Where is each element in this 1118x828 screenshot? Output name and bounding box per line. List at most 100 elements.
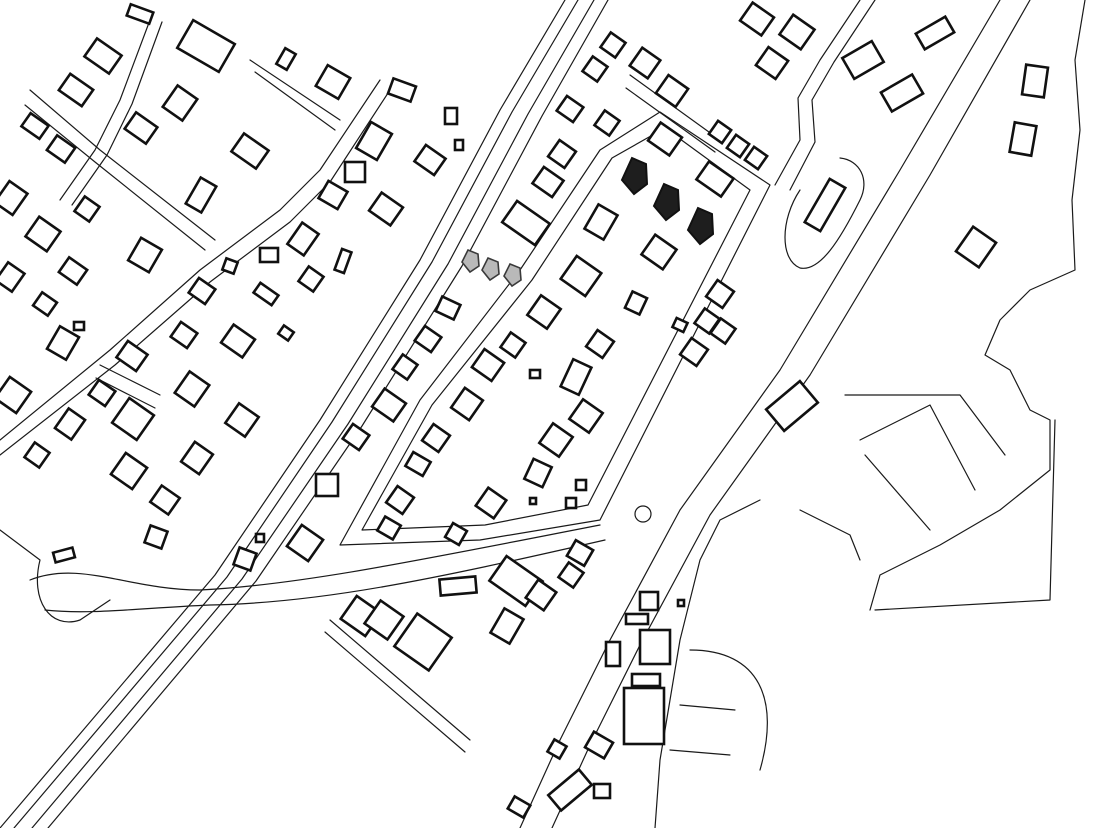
roundabout: [634, 505, 652, 523]
building: [45, 133, 77, 165]
building: [186, 276, 218, 306]
building: [802, 177, 848, 233]
building: [420, 422, 452, 454]
building: [537, 421, 575, 459]
building: [498, 330, 528, 360]
building: [285, 220, 321, 258]
building: [443, 521, 469, 547]
coastline: [869, 0, 1086, 611]
building: [528, 368, 542, 380]
south-street-b: [324, 631, 466, 753]
south-street: [329, 619, 471, 741]
building: [86, 378, 118, 408]
building: [627, 45, 663, 81]
building: [231, 545, 259, 573]
building: [556, 560, 586, 590]
west-street-3b: [71, 21, 163, 206]
building: [0, 179, 30, 217]
building: [362, 598, 406, 642]
building: [332, 247, 354, 275]
building: [276, 323, 296, 343]
north-road-east: [789, 0, 876, 191]
building: [219, 322, 257, 360]
west-street-4: [249, 59, 341, 121]
building: [505, 794, 533, 820]
building: [530, 165, 566, 199]
building: [743, 145, 769, 171]
building: [384, 484, 416, 516]
railway-line-1: [0, 0, 566, 828]
building: [582, 202, 620, 242]
building: [738, 0, 776, 38]
sw-cul-de-sac: [0, 529, 111, 623]
building: [172, 369, 212, 409]
building: [122, 110, 160, 146]
road-network: [0, 0, 1086, 828]
building: [624, 612, 650, 626]
building: [0, 375, 33, 415]
west-street-4b: [254, 71, 336, 131]
building: [592, 108, 622, 138]
building: [523, 577, 559, 613]
building: [390, 352, 420, 382]
west-street-5b: [95, 377, 156, 409]
proposed-buildings: [461, 248, 522, 288]
highlighted-building: [652, 182, 681, 222]
building: [630, 672, 662, 688]
building: [433, 294, 463, 322]
building: [449, 386, 485, 422]
building: [1008, 120, 1038, 158]
building: [558, 357, 594, 397]
building: [473, 485, 509, 521]
building: [22, 440, 52, 470]
building: [175, 18, 237, 74]
building: [678, 336, 710, 368]
building: [567, 397, 605, 435]
building: [623, 289, 649, 317]
west-street-1: [0, 79, 381, 441]
building: [72, 194, 102, 224]
pier-1: [844, 394, 1006, 456]
building: [148, 483, 182, 517]
west-street-5: [99, 364, 161, 396]
building: [708, 316, 738, 346]
building: [554, 94, 586, 124]
building: [57, 255, 89, 287]
building: [367, 190, 405, 228]
building: [314, 472, 340, 498]
building: [0, 260, 27, 294]
building: [274, 46, 298, 72]
proposed-building: [503, 262, 522, 288]
building: [583, 729, 615, 761]
building: [354, 120, 394, 162]
pier-2: [859, 404, 976, 491]
building: [580, 54, 610, 84]
building: [160, 83, 200, 123]
building: [229, 131, 271, 171]
building: [51, 545, 77, 565]
building: [168, 320, 200, 350]
building: [109, 451, 149, 491]
building: [412, 143, 448, 177]
building: [1020, 63, 1050, 99]
proposed-building: [461, 248, 480, 274]
building: [313, 63, 353, 101]
south-road-north-edge: [29, 524, 601, 591]
building: [126, 235, 164, 275]
building: [879, 72, 925, 114]
building: [375, 514, 403, 542]
building: [654, 73, 690, 109]
building: [777, 12, 817, 52]
building: [453, 138, 465, 152]
building: [223, 401, 261, 439]
building: [179, 440, 215, 476]
building: [56, 71, 96, 109]
building: [764, 379, 820, 433]
building: [183, 175, 219, 215]
building: [676, 598, 686, 608]
building: [545, 737, 569, 761]
ne-connector-b: [625, 87, 716, 153]
building: [340, 422, 372, 452]
west-street-2: [29, 89, 216, 241]
building: [82, 36, 124, 76]
